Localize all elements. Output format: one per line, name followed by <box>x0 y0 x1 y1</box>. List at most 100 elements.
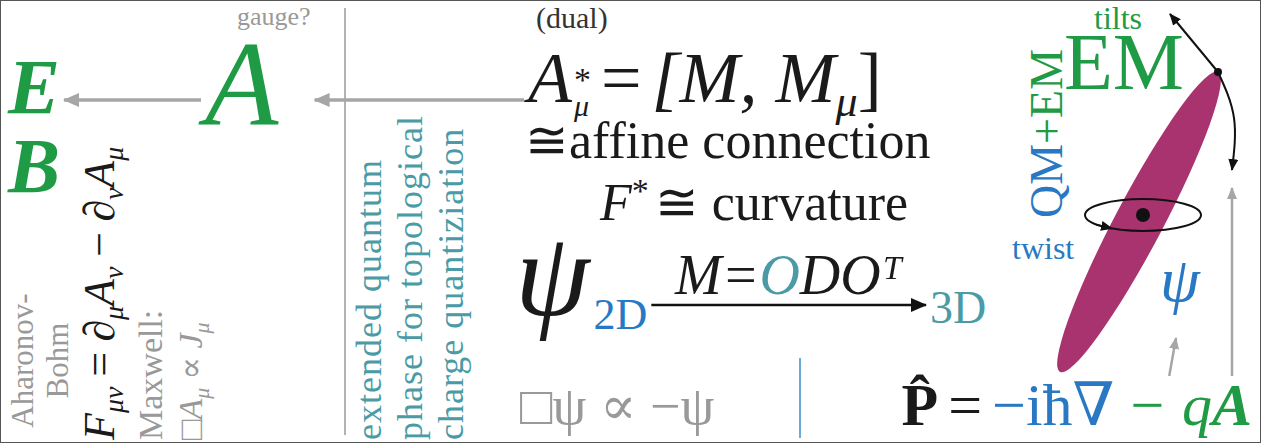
text-line: A <box>205 35 311 170</box>
text-line: □Aμ ∝ Jμ <box>174 310 219 440</box>
field-term: − q <box>1126 372 1212 438</box>
text-line: Aharonov-Bohm <box>8 283 78 438</box>
edge-label: M=ODOᵀ <box>675 243 902 307</box>
text-line: P̂=−iħ∇− qA <box>902 374 1252 443</box>
label-glyph: ᵀ <box>881 244 903 306</box>
field-term: A <box>1212 372 1252 438</box>
theory-label: +EM <box>1021 49 1072 144</box>
label-glyph: = <box>722 244 760 306</box>
field-symbol: B <box>8 122 60 209</box>
field-label: EM <box>1064 18 1184 106</box>
equation: P̂=−iħ∇− qA <box>902 374 1252 443</box>
index-stack: *μ <box>574 67 591 119</box>
center-dot <box>1136 208 1150 222</box>
concept-note: ≅ curvature <box>655 174 908 231</box>
math-operator: = <box>948 372 982 438</box>
equation: ≅affine connection <box>525 114 930 180</box>
text-line: EM <box>1064 24 1184 122</box>
dual-star: * <box>574 67 591 93</box>
math-operator: ∂ <box>75 320 124 342</box>
connector-arrow <box>64 98 201 102</box>
math-index: μ <box>98 147 129 161</box>
wavefunction-symbol: ψ <box>515 208 590 341</box>
text-line: □ψ ∝ −ψ <box>520 376 714 443</box>
rotated-note: Aharonov-Bohm <box>8 283 78 438</box>
math-expression: 3D <box>930 280 986 346</box>
math-bracket: ] <box>858 38 882 118</box>
text-line: ψ2D <box>515 215 647 375</box>
leader-arrow <box>1231 188 1234 376</box>
math-index: ν <box>98 267 129 279</box>
rotated-equation: Fμν=∂μAν−∂νAμ <box>78 147 136 440</box>
dimension-label: 2D <box>594 290 648 339</box>
math-operator: − <box>75 232 124 257</box>
math-operator: □ <box>172 419 209 440</box>
label-glyph: M <box>675 244 722 306</box>
math-operator: ∝ <box>172 357 209 380</box>
field-symbol: E <box>8 43 60 130</box>
text-line: Fμν=∂μAν−∂νAμ <box>78 147 136 440</box>
math-index: μ <box>189 322 214 333</box>
text-line: QM+EM <box>1026 49 1078 218</box>
connector-arrow <box>315 98 524 102</box>
note: (dual) <box>536 1 608 34</box>
dimension-label: 3D <box>930 282 986 333</box>
text-line: ≅affine connection <box>525 114 930 180</box>
momentum-operator: P̂ <box>902 372 939 438</box>
math-symbol: F <box>600 174 632 231</box>
math-symbol: J <box>172 334 209 349</box>
label-glyph: D <box>800 244 840 306</box>
text-line: (dual) <box>536 2 882 39</box>
math-expression: EB <box>8 58 60 216</box>
math-operator: = <box>75 352 124 377</box>
equation: □ψ ∝ −ψ <box>520 376 714 443</box>
math-operator: = <box>601 38 642 118</box>
text-line: extended quantum phase for topological c… <box>352 108 475 440</box>
rotated-note: QM+EM <box>1026 49 1078 218</box>
math-symbol: A <box>75 279 124 306</box>
math-index: μν <box>98 387 129 413</box>
wave-equation: □ψ ∝ −ψ <box>520 376 714 436</box>
math-index: μ <box>189 388 214 399</box>
rotated-equation: Maxwell:□Aμ ∝ Jμ <box>134 310 219 440</box>
math-expression: gauge?A <box>205 2 311 170</box>
divider-line <box>799 358 801 438</box>
math-symbol: A <box>528 38 572 118</box>
text-line: twist <box>1012 230 1074 272</box>
text-line: 3D <box>930 280 986 346</box>
effect-name: Aharonov-Bohm <box>5 293 75 427</box>
text-line: ψ <box>1160 248 1200 328</box>
math-index: μ <box>98 306 129 320</box>
annotation: twist <box>1012 230 1074 272</box>
math-term: [M, M <box>652 38 836 118</box>
concept-note: extended quantum phase for topological c… <box>349 115 471 440</box>
annotation: ψ <box>1160 248 1200 328</box>
rotated-note: extended quantum phase for topological c… <box>352 108 475 440</box>
text-line: B <box>8 137 60 216</box>
equation: F*≅ curvature <box>600 164 908 242</box>
concept-note: ≅affine connection <box>525 112 930 169</box>
twist-orbit <box>1085 199 1201 231</box>
math-symbol: F <box>75 413 124 440</box>
math-expression: ψ2D <box>515 215 647 375</box>
divider-line <box>344 8 346 435</box>
leader-arrow <box>1096 225 1112 229</box>
math-operator: ∂ <box>75 200 124 222</box>
label-glyph: O <box>759 244 799 306</box>
leader-arrow <box>1169 338 1176 376</box>
text-line: F*≅ curvature <box>600 164 908 242</box>
wavefunction-symbol: ψ <box>1160 244 1200 315</box>
math-index: ν <box>98 188 129 200</box>
theory-label: QM <box>1021 144 1072 218</box>
leader-arrow <box>1218 72 1235 170</box>
math-symbol: A <box>75 161 124 188</box>
annotation: EM <box>1064 24 1184 122</box>
label-glyph: O <box>840 244 880 306</box>
potential-symbol: A <box>205 18 278 151</box>
quantum-term: −iħ∇ <box>992 372 1114 438</box>
math-symbol: A <box>172 399 209 420</box>
equation-title: Maxwell: <box>132 310 169 440</box>
motion-label: twist <box>1012 230 1074 266</box>
